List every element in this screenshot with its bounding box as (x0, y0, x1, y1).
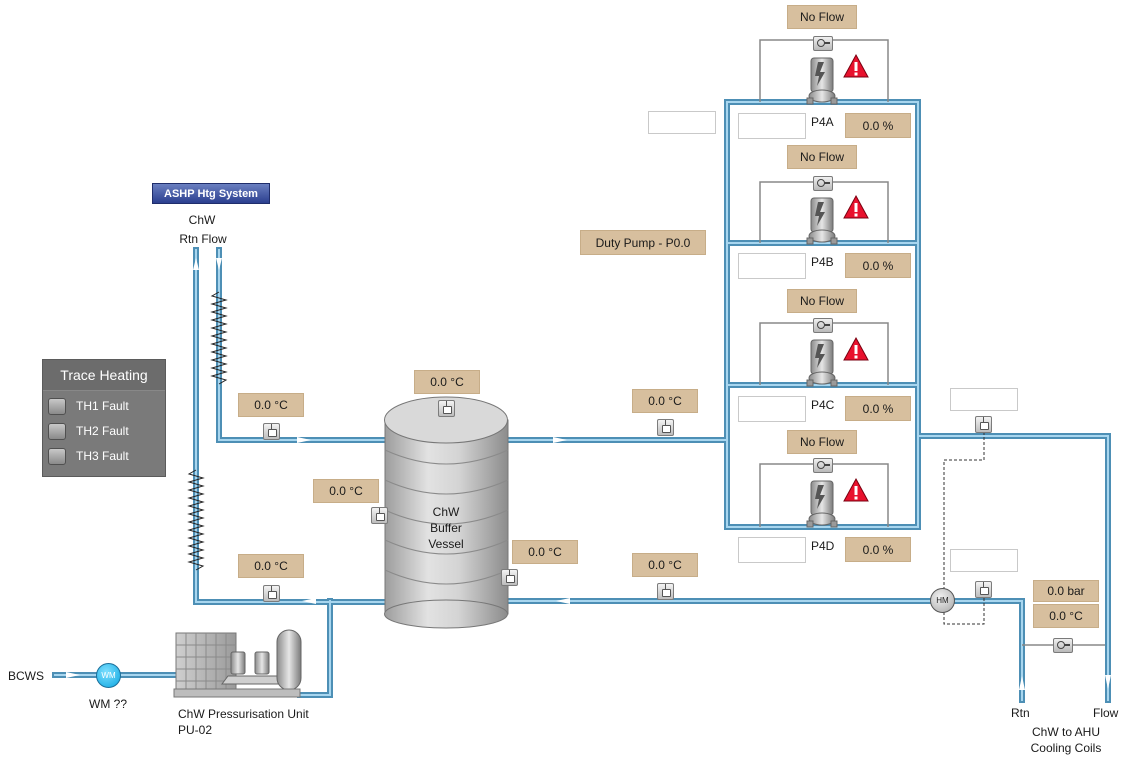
duty-pump-display[interactable]: Duty Pump - P0.0 (580, 230, 706, 255)
lower-left-temp[interactable]: 0.0 °C (238, 554, 304, 578)
vessel-side-right-temp[interactable]: 0.0 °C (512, 540, 578, 564)
temp-sensor-icon[interactable] (657, 583, 674, 600)
p4a-flow-status[interactable]: No Flow (787, 5, 857, 29)
flow-switch-icon[interactable] (813, 176, 833, 191)
return-lower-temp[interactable]: 0.0 °C (632, 553, 698, 577)
p4c-blank-readout[interactable] (738, 396, 806, 422)
p4d-speed[interactable]: 0.0 % (845, 537, 911, 562)
p4c-label: P4C (811, 398, 835, 412)
p4a-blank-readout[interactable] (738, 113, 806, 139)
alarm-icons (843, 53, 869, 502)
temp-sensor-icon[interactable] (263, 585, 280, 602)
vessel-label-line1: ChW (432, 505, 460, 519)
pump-p4a[interactable] (806, 57, 838, 105)
heat-meter-link (943, 432, 985, 625)
pump-p4d[interactable] (806, 480, 838, 528)
temp-sensor-icon[interactable] (657, 419, 674, 436)
p4b-flow-status[interactable]: No Flow (787, 145, 857, 169)
chw-label: ChW (188, 213, 216, 227)
p4b-blank-readout[interactable] (738, 253, 806, 279)
ahu-temp[interactable]: 0.0 °C (1033, 604, 1099, 628)
status-led-icon (48, 397, 66, 415)
flow-switch-icon[interactable] (813, 458, 833, 473)
ahu-caption-line2: Cooling Coils (1030, 741, 1102, 755)
blank-readout[interactable] (950, 388, 1018, 411)
p4d-blank-readout[interactable] (738, 537, 806, 563)
pump-p4b[interactable] (806, 197, 838, 245)
temp-sensor-icon[interactable] (975, 416, 992, 433)
status-led-icon (48, 422, 66, 440)
blank-readout[interactable] (648, 111, 716, 134)
pump-group (806, 57, 838, 528)
temp-sensor-icon[interactable] (263, 423, 280, 440)
p4d-label: P4D (811, 539, 835, 553)
temp-sensor-icon[interactable] (371, 507, 388, 524)
th3-fault-indicator[interactable]: TH3 Fault (48, 446, 129, 466)
ahu-valve-icon[interactable] (1053, 638, 1073, 653)
p4c-flow-status[interactable]: No Flow (787, 289, 857, 313)
status-led-icon (48, 447, 66, 465)
ahu-caption-line1: ChW to AHU (1031, 725, 1100, 739)
flow-switch-icon[interactable] (813, 318, 833, 333)
bcws-label: BCWS (8, 669, 44, 683)
trace-heating-coil-upper (210, 291, 228, 385)
blank-readout[interactable] (950, 549, 1018, 572)
pressurisation-unit-label: ChW Pressurisation Unit (178, 707, 309, 721)
rtn-flow-label: Rtn Flow (179, 232, 227, 246)
p4b-label: P4B (811, 255, 834, 269)
flow-arrows (66, 258, 1111, 690)
ahu-rtn-label: Rtn (1011, 706, 1030, 720)
ahu-flow-label: Flow (1093, 706, 1119, 720)
trace-heating-coil-lower (187, 469, 205, 571)
vessel-top-temp[interactable]: 0.0 °C (414, 370, 480, 394)
alarm-icon[interactable] (843, 336, 869, 361)
heat-meter-icon[interactable]: HM (930, 588, 955, 613)
th2-fault-label: TH2 Fault (76, 424, 129, 438)
ashp-system-button[interactable]: ASHP Htg System (152, 183, 270, 204)
flow-switch-icon[interactable] (813, 36, 833, 51)
pump-p4c[interactable] (806, 339, 838, 387)
temp-sensor-icon[interactable] (501, 569, 518, 586)
ahu-pressure[interactable]: 0.0 bar (1033, 580, 1099, 602)
vessel-side-left-temp[interactable]: 0.0 °C (313, 479, 379, 503)
alarm-icon[interactable] (843, 477, 869, 502)
pressurisation-unit-icon[interactable] (173, 629, 302, 698)
temp-sensor-icon[interactable] (438, 400, 455, 417)
vessel-label-line2: Buffer (430, 521, 462, 535)
temp-sensor-icon[interactable] (975, 581, 992, 598)
p4c-speed[interactable]: 0.0 % (845, 396, 911, 421)
vessel-outlet-temp[interactable]: 0.0 °C (632, 389, 698, 413)
th2-fault-indicator[interactable]: TH2 Fault (48, 421, 129, 441)
p4a-speed[interactable]: 0.0 % (845, 113, 911, 138)
trace-heating-panel: Trace Heating TH1 Fault TH2 Fault TH3 Fa… (42, 359, 166, 477)
th3-fault-label: TH3 Fault (76, 449, 129, 463)
p4a-label: P4A (811, 115, 834, 129)
th1-fault-label: TH1 Fault (76, 399, 129, 413)
p4b-speed[interactable]: 0.0 % (845, 253, 911, 278)
vessel-label-line3: Vessel (428, 537, 464, 551)
water-meter-caption: WM ?? (89, 697, 128, 711)
th1-fault-indicator[interactable]: TH1 Fault (48, 396, 129, 416)
trace-heating-title: Trace Heating (43, 360, 165, 391)
water-meter-icon[interactable]: WM (96, 663, 121, 688)
p4d-flow-status[interactable]: No Flow (787, 430, 857, 454)
upper-return-temp[interactable]: 0.0 °C (238, 393, 304, 417)
alarm-icon[interactable] (843, 53, 869, 78)
alarm-icon[interactable] (843, 194, 869, 219)
pressurisation-unit-id: PU-02 (178, 723, 213, 737)
